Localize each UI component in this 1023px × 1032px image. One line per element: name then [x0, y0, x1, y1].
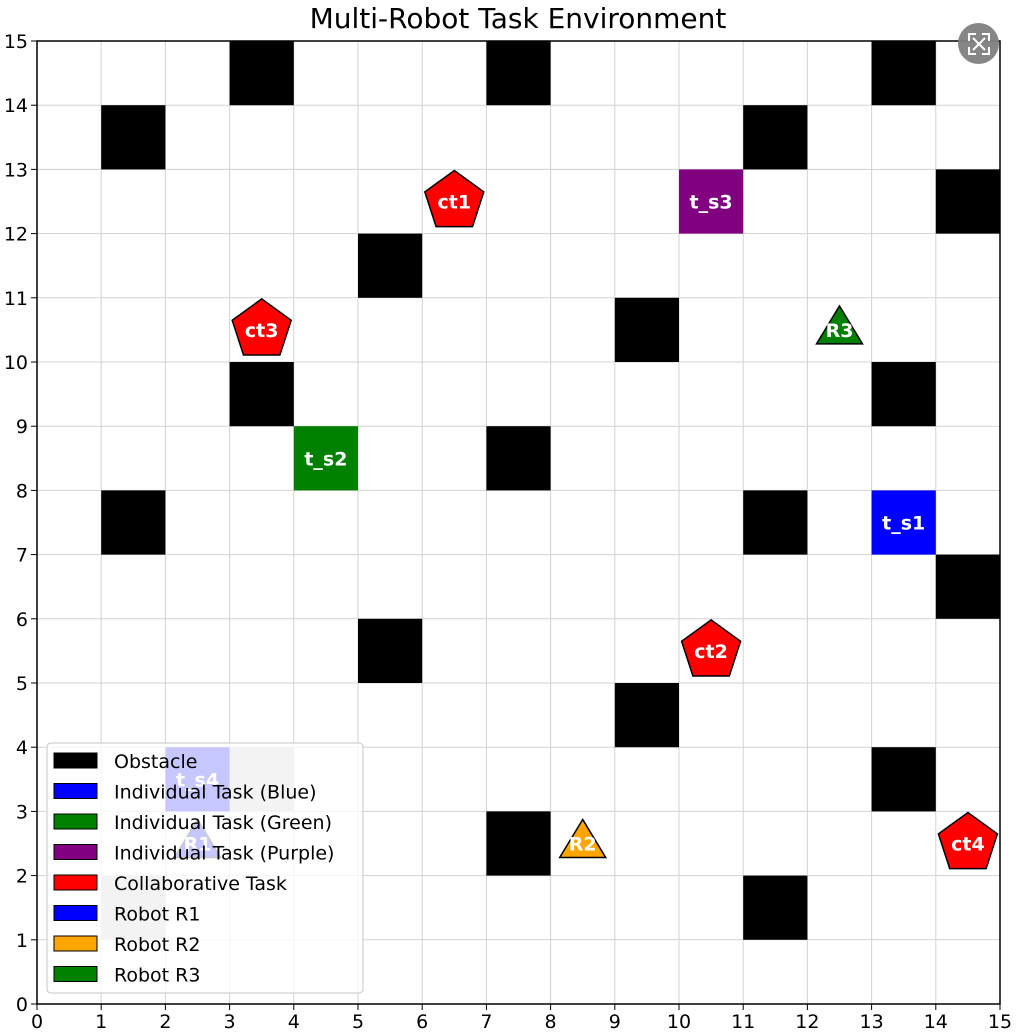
obstacle-cell [935, 554, 1000, 619]
chart-title: Multi-Robot Task Environment [310, 2, 727, 35]
cells-layer [101, 41, 1000, 940]
collaborative-task-label: ct3 [245, 320, 279, 342]
y-tick-label: 7 [16, 545, 28, 567]
legend-label: Robot R2 [114, 934, 200, 956]
obstacle-cell [486, 426, 551, 491]
legend-swatch [53, 966, 98, 982]
individual-task-cell [871, 490, 936, 555]
y-tick-label: 2 [16, 866, 28, 888]
x-tick-label: 5 [352, 1011, 364, 1032]
legend-swatch [53, 783, 98, 799]
legend-label: Individual Task (Purple) [114, 843, 334, 865]
y-tick-label: 14 [4, 95, 28, 117]
legend-swatch [53, 752, 98, 769]
x-tick-label: 6 [416, 1011, 428, 1032]
collaborative-task-label: ct1 [438, 192, 472, 214]
obstacle-cell [871, 41, 936, 106]
legend-swatch [53, 874, 98, 891]
obstacle-cell [743, 490, 808, 555]
x-tick-label: 9 [609, 1011, 621, 1032]
robot-label: R2 [569, 834, 597, 856]
obstacle-cell [229, 362, 294, 427]
y-tick-label: 8 [16, 480, 28, 502]
y-tick-label: 13 [4, 159, 28, 181]
x-tick-label: 7 [480, 1011, 492, 1032]
y-tick-label: 9 [16, 416, 28, 438]
legend-label: Collaborative Task [114, 873, 287, 895]
collaborative-task-marker [680, 618, 742, 677]
x-tick-label: 11 [731, 1011, 755, 1032]
obstacle-cell [935, 169, 1000, 234]
y-tick-label: 12 [4, 224, 28, 246]
x-tick-label: 2 [159, 1011, 171, 1032]
collaborative-task-marker [423, 169, 485, 228]
legend-swatch [53, 935, 98, 952]
obstacle-cell [614, 683, 679, 748]
plot-frame [36, 40, 1001, 1005]
expand-button[interactable] [958, 23, 999, 64]
obstacle-cell [871, 747, 936, 812]
x-tick-label: 3 [224, 1011, 236, 1032]
individual-task-label: t_s3 [690, 192, 733, 214]
robot-label: R3 [826, 320, 854, 342]
collaborative-task-marker [937, 811, 999, 870]
obstacle-cell [358, 618, 423, 683]
marks-layer: t_s1t_s2t_s3t_s4ct1ct2ct3ct4R1R2R3 [165, 169, 999, 870]
collaborative-task-label: ct4 [951, 834, 985, 856]
expand-icon [967, 32, 990, 55]
obstacle-cell [486, 41, 551, 106]
obstacle-cell [743, 105, 808, 170]
legend-label: Individual Task (Blue) [114, 782, 317, 804]
y-tick-label: 5 [16, 673, 28, 695]
x-tick-label: 12 [795, 1011, 819, 1032]
obstacle-cell [358, 233, 423, 298]
individual-task-cell [679, 169, 744, 234]
legend-swatch [53, 844, 98, 860]
x-tick-label: 14 [924, 1011, 948, 1032]
x-tick-label: 0 [31, 1011, 43, 1032]
y-tick-label: 4 [16, 737, 28, 759]
y-tick-label: 0 [16, 994, 28, 1016]
y-tick-label: 6 [16, 609, 28, 631]
y-tick-label: 10 [4, 352, 28, 374]
x-tick-label: 10 [667, 1011, 691, 1032]
x-tick-label: 8 [545, 1011, 557, 1032]
individual-task-cell [293, 426, 358, 491]
obstacle-cell [871, 362, 936, 427]
obstacle-cell [229, 41, 294, 106]
x-tick-label: 13 [860, 1011, 884, 1032]
y-tick-label: 1 [16, 930, 28, 952]
robot-marker [815, 304, 864, 345]
legend-label: Individual Task (Green) [114, 812, 332, 834]
obstacle-cell [614, 297, 679, 362]
obstacle-cell [101, 105, 166, 170]
y-tick-label: 3 [16, 801, 28, 823]
obstacle-cell [486, 811, 551, 876]
collaborative-task-marker [231, 297, 293, 356]
x-tick-label: 1 [95, 1011, 107, 1032]
obstacle-cell [101, 490, 166, 555]
legend-label: Robot R1 [114, 904, 200, 926]
obstacle-cell [743, 875, 808, 940]
individual-task-label: t_s2 [304, 448, 347, 470]
y-tick-label: 11 [4, 288, 28, 310]
x-tick-label: 15 [988, 1011, 1012, 1032]
legend-label: Robot R3 [114, 965, 200, 987]
x-tick-label: 4 [288, 1011, 300, 1032]
legend-box [46, 742, 364, 994]
robot-marker [558, 818, 608, 859]
legend-swatch [53, 813, 98, 830]
collaborative-task-label: ct2 [694, 641, 728, 663]
y-tick-label: 15 [4, 31, 28, 53]
individual-task-label: t_s1 [882, 513, 925, 535]
legend-swatch [53, 905, 98, 921]
legend-label: Obstacle [114, 751, 197, 773]
